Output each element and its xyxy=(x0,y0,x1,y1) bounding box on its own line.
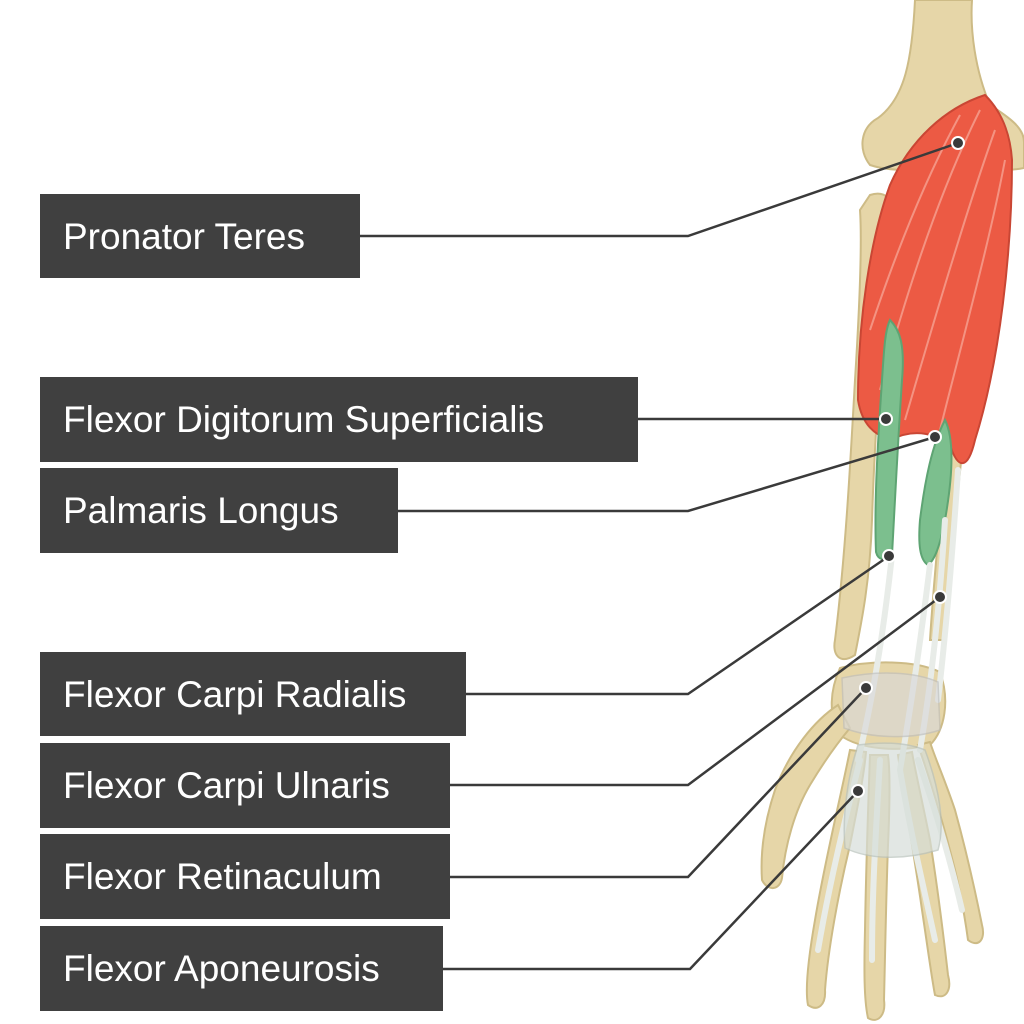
leader-line-pronator-teres xyxy=(360,141,959,238)
leader-line-flexor-retinaculum xyxy=(450,687,867,879)
label-pronator-teres: Pronator Teres xyxy=(40,194,360,278)
label-flexor-carpi-radialis: Flexor Carpi Radialis xyxy=(40,652,466,736)
label-palmaris-longus: Palmaris Longus xyxy=(40,468,398,553)
label-flexor-digitorum-superficialis: Flexor Digitorum Superficialis xyxy=(40,377,638,462)
flexor-aponeurosis-sheet xyxy=(843,742,942,858)
label-flexor-aponeurosis: Flexor Aponeurosis xyxy=(40,926,443,1011)
pin-palmaris-longus xyxy=(928,430,942,444)
leader-line-palmaris-longus xyxy=(398,435,936,513)
pin-flexor-aponeurosis xyxy=(851,784,865,798)
pin-flexor-digitorum-superficialis xyxy=(879,412,893,426)
leader-line-flexor-carpi-ulnaris xyxy=(450,595,941,787)
leader-line-flexor-carpi-radialis xyxy=(466,554,890,696)
pin-dots xyxy=(851,136,965,798)
leader-lines xyxy=(360,141,959,971)
label-flexor-retinaculum: Flexor Retinaculum xyxy=(40,834,450,919)
pin-flexor-retinaculum xyxy=(859,681,873,695)
label-flexor-carpi-ulnaris: Flexor Carpi Ulnaris xyxy=(40,743,450,828)
pin-flexor-carpi-ulnaris xyxy=(933,590,947,604)
muscle-fibers xyxy=(869,109,1006,431)
pin-flexor-carpi-radialis xyxy=(882,549,896,563)
pin-pronator-teres xyxy=(951,136,965,150)
flexor-retinaculum-band xyxy=(841,672,941,738)
leader-line-flexor-aponeurosis xyxy=(443,790,859,971)
